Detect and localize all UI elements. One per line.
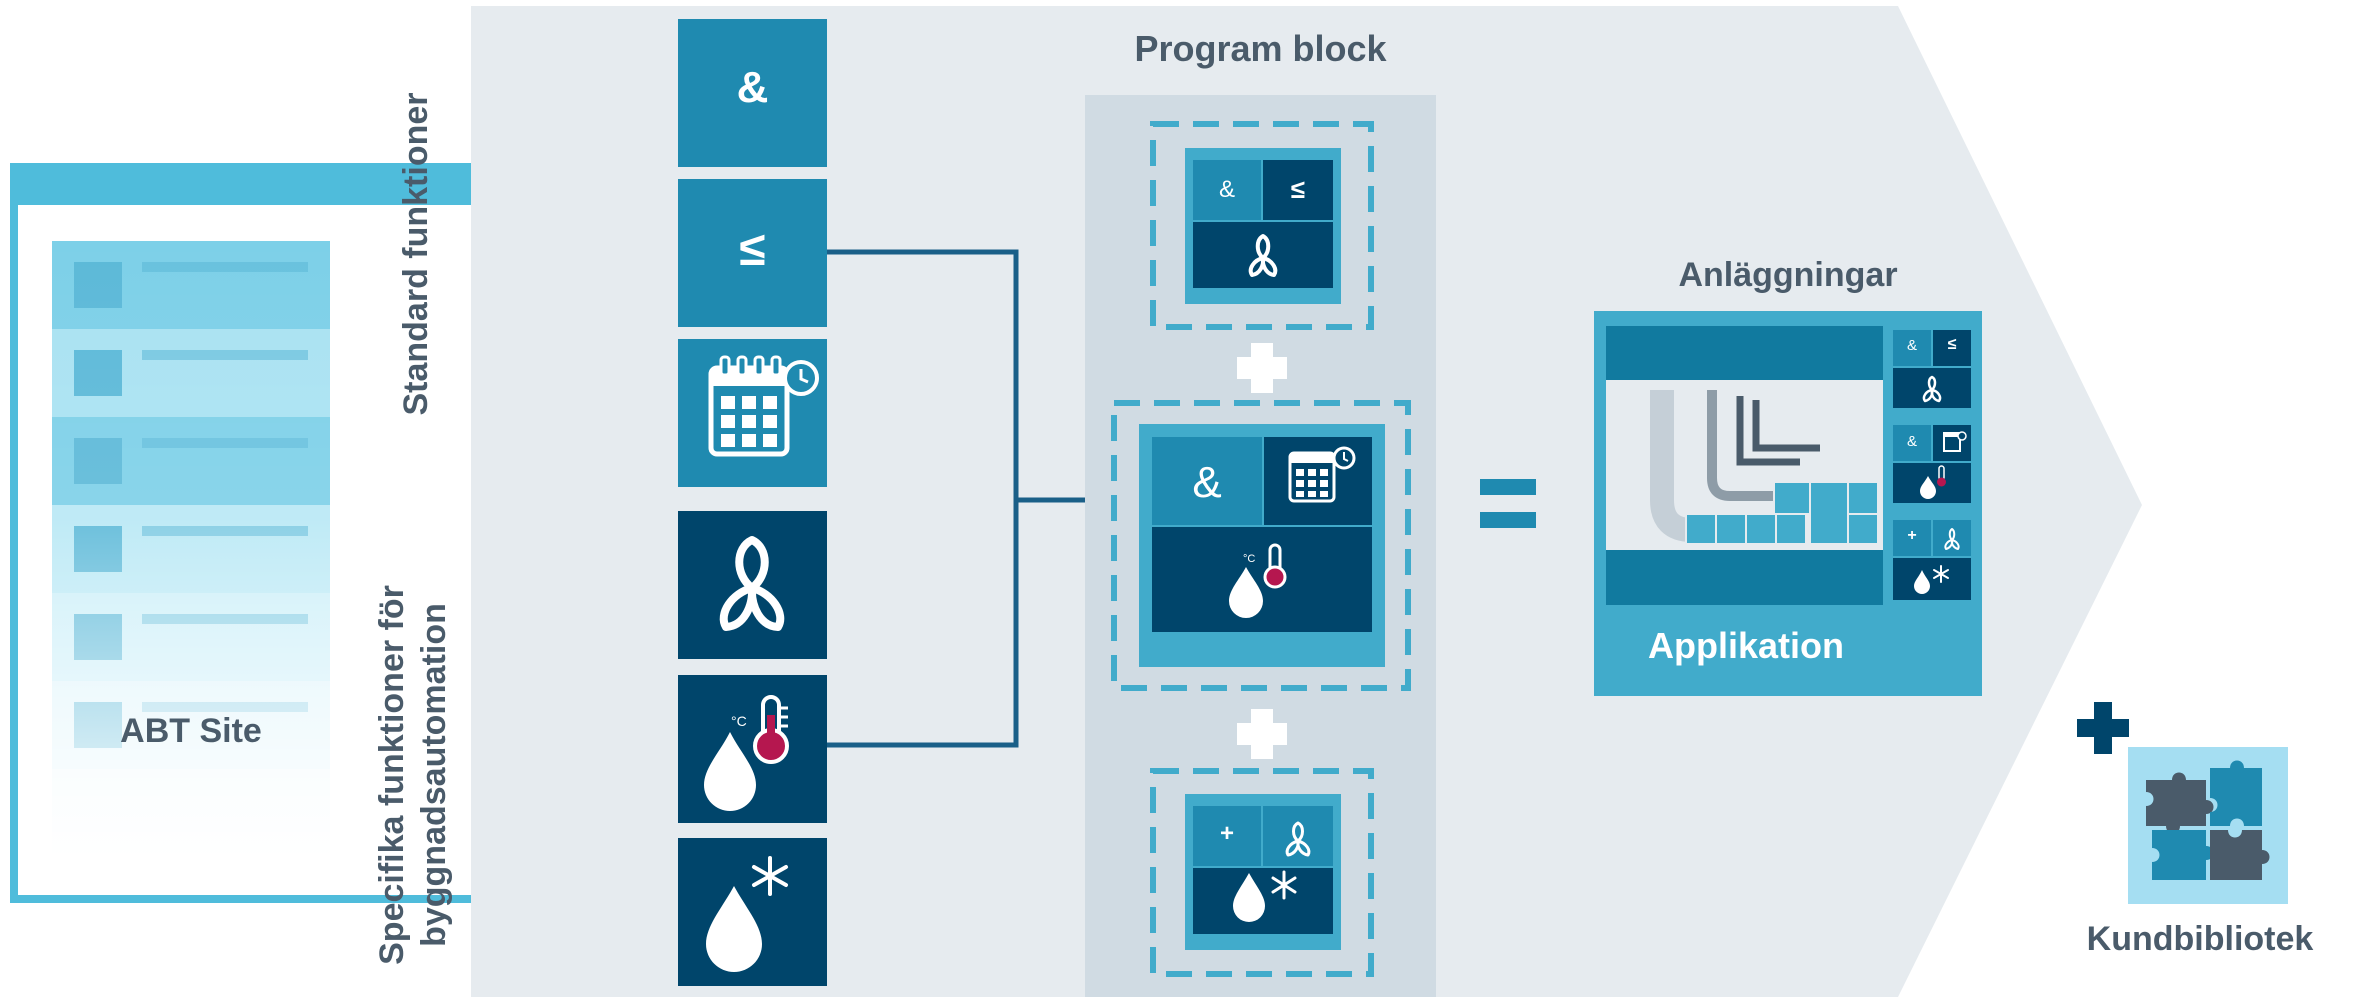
library-plus-icon — [2077, 702, 2129, 754]
calendar-clock-icon — [708, 355, 819, 457]
app-mini2-and: & — [1906, 433, 1917, 450]
puzzle-icon — [2146, 760, 2270, 880]
tile-heating-function — [678, 675, 827, 823]
app-mini1-and: & — [1906, 337, 1917, 354]
program-block-1 — [1185, 148, 1341, 304]
program-block-2 — [1139, 424, 1385, 667]
tile-compare-function — [678, 179, 827, 327]
app-mini-block-1 — [1889, 326, 1974, 412]
block1-less-equal: ≤ — [1290, 174, 1306, 204]
program-block-title: Program block — [1134, 28, 1387, 69]
installations-title: Anläggningar — [1678, 256, 1898, 294]
less-equal-symbol: ≤ — [739, 223, 766, 276]
plus-signs — [1237, 343, 1287, 759]
app-mini3-plus: + — [1907, 527, 1917, 544]
block2-celsius: °C — [1243, 553, 1256, 565]
block3-plus: + — [1219, 820, 1234, 847]
abt-site-titlebar — [18, 171, 471, 205]
block2-and: & — [1192, 458, 1222, 507]
customer-library-label: Kundbibliotek — [2086, 920, 2314, 958]
block1-and: & — [1218, 176, 1235, 203]
tile-and-function — [678, 19, 827, 167]
application-label: Applikation — [1648, 625, 1844, 666]
mini-heating-icon — [1229, 543, 1287, 618]
and-symbol: & — [736, 63, 769, 112]
equals-sign — [1480, 479, 1536, 528]
heating-drop-icon — [704, 695, 789, 811]
cooling-drop-icon — [706, 856, 788, 972]
mini-calendar-icon — [1288, 446, 1356, 503]
app-mini1-less-equal: ≤ — [1947, 336, 1957, 353]
abt-site-label: ABT Site — [120, 712, 262, 750]
fan-icon — [719, 536, 785, 631]
celsius-label: °C — [731, 713, 747, 729]
program-block-3 — [1185, 794, 1341, 950]
app-mini-block-3 — [1889, 516, 1974, 604]
app-mini-block-2 — [1889, 421, 1974, 507]
